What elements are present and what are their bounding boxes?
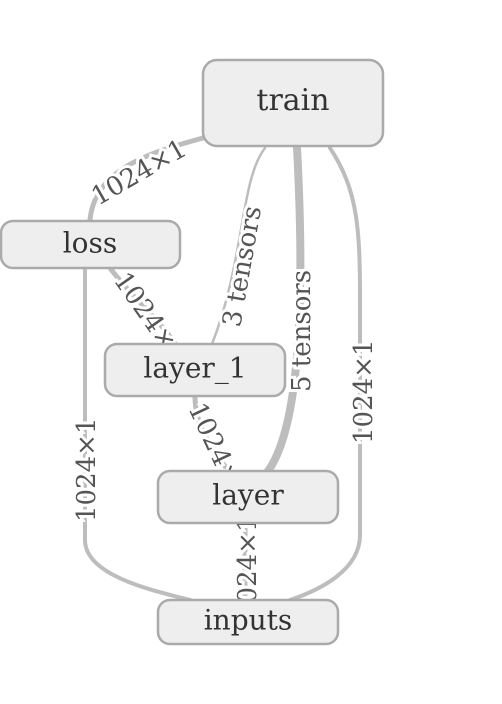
node-inputs-label: inputs: [204, 604, 293, 637]
edge-train-layer[interactable]: [264, 144, 305, 475]
edge-label-train-layer1: 3 tensors: [217, 204, 268, 330]
node-layer-1[interactable]: layer_1: [103, 342, 287, 398]
edge-label-train-layer: 5 tensors: [287, 270, 317, 392]
node-inputs[interactable]: inputs: [156, 598, 340, 646]
node-loss-label: loss: [63, 227, 118, 260]
edge-label-train-loss: 1024×1: [87, 134, 192, 212]
edge-train-loss[interactable]: [87, 133, 213, 223]
node-inputs-box[interactable]: [156, 598, 340, 646]
edges: [83, 133, 362, 603]
node-train-label: train: [256, 83, 329, 118]
edge-loss-layer1[interactable]: [107, 265, 178, 347]
node-layer-box[interactable]: [156, 469, 340, 525]
edge-train-layer1[interactable]: [210, 146, 267, 346]
edge-layer1-layer[interactable]: [192, 393, 231, 474]
edge-label-loss-inputs: 1024×1: [72, 418, 102, 523]
node-layer-1-box[interactable]: [103, 342, 287, 398]
edge-label-train-inputs: 1024×1: [349, 340, 379, 445]
node-train-box[interactable]: [201, 58, 385, 148]
node-loss[interactable]: loss: [0, 219, 182, 270]
edge-train-inputs[interactable]: [288, 146, 362, 602]
node-layer-1-label: layer_1: [143, 352, 246, 385]
node-layer[interactable]: layer: [156, 469, 340, 525]
node-train[interactable]: train: [201, 58, 385, 148]
node-layer-label: layer: [212, 479, 284, 512]
edge-loss-inputs[interactable]: [83, 266, 192, 602]
node-loss-box[interactable]: [0, 219, 182, 270]
